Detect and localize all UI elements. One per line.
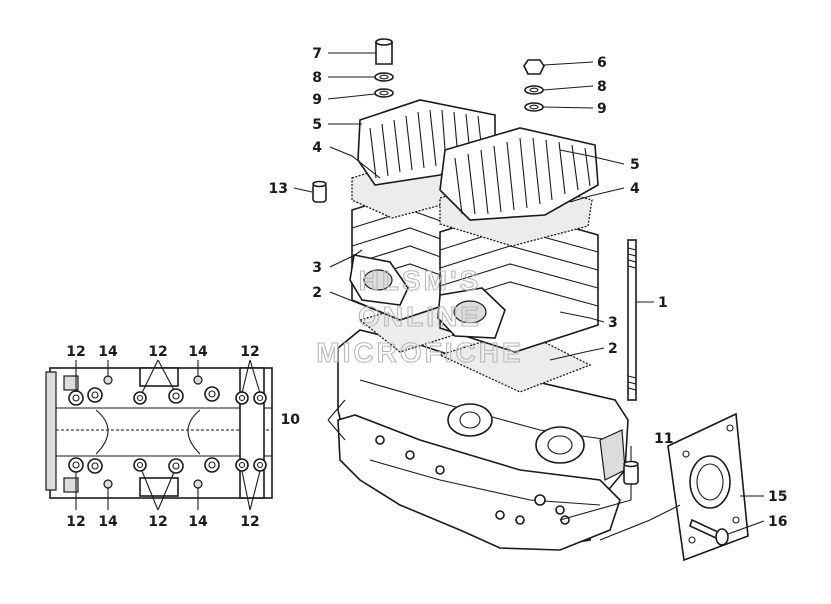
callout-9-left: 9 [312, 92, 322, 108]
callout-5-right: 5 [630, 157, 640, 173]
left-view-leaders [75, 359, 261, 511]
callout-6: 6 [597, 55, 607, 71]
watermark-line-3: MICROFICHE [316, 337, 523, 368]
callout-3-left: 3 [312, 260, 322, 276]
crankcase-bolt-bosses [68, 386, 267, 474]
callout-labels: 7 8 9 5 4 13 3 2 10 6 8 9 5 4 1 3 2 11 1… [66, 46, 787, 530]
callout-13: 13 [269, 181, 288, 197]
cover-plate-15 [667, 412, 749, 562]
crankcase-top-view [45, 367, 273, 499]
cylinder-right [437, 209, 599, 353]
dowel-pin-11 [623, 460, 639, 485]
watermark-line-1: HLSM'S [359, 265, 482, 296]
callout-12-top-1: 12 [66, 344, 85, 360]
callout-7: 7 [312, 46, 322, 62]
callout-8-right: 8 [597, 79, 607, 95]
callout-12-bottom-2: 12 [148, 514, 167, 530]
callout-14-bottom-1: 14 [98, 514, 118, 530]
callout-4-left: 4 [312, 140, 322, 156]
callout-3-right: 3 [608, 315, 618, 331]
callout-9-right: 9 [597, 101, 607, 117]
callout-1: 1 [658, 295, 668, 311]
callout-12-top-3: 12 [240, 344, 259, 360]
callout-14-top-2: 14 [188, 344, 208, 360]
assembly-leaders [293, 52, 765, 541]
callout-4-right: 4 [630, 181, 640, 197]
callout-16: 16 [768, 514, 787, 530]
callout-12-bottom-3: 12 [240, 514, 259, 530]
callout-14-bottom-2: 14 [188, 514, 208, 530]
head-nut-stack-right [523, 59, 545, 112]
engine-assembly [312, 38, 749, 562]
head-nut-stack-left [374, 38, 394, 98]
cylinder-stud [627, 239, 637, 401]
dowel-pin-13 [312, 180, 327, 203]
callout-2-right: 2 [608, 341, 618, 357]
screw-16 [689, 518, 729, 546]
callout-10: 10 [281, 412, 301, 428]
callout-15: 15 [768, 489, 787, 505]
callout-5-left: 5 [312, 117, 322, 133]
callout-12-top-2: 12 [148, 344, 167, 360]
callout-14-top-1: 14 [98, 344, 118, 360]
watermark-line-2: ONLINE [358, 301, 482, 332]
cylinder-head-right [439, 127, 599, 221]
callout-11: 11 [654, 431, 673, 447]
callout-8-left: 8 [312, 70, 322, 86]
callout-2-left: 2 [312, 285, 322, 301]
base-gasket-right [438, 329, 592, 393]
crankcase-halves [337, 329, 629, 551]
callout-12-bottom-1: 12 [66, 514, 85, 530]
watermark: HLSM'S ONLINE MICROFICHE [316, 264, 523, 368]
